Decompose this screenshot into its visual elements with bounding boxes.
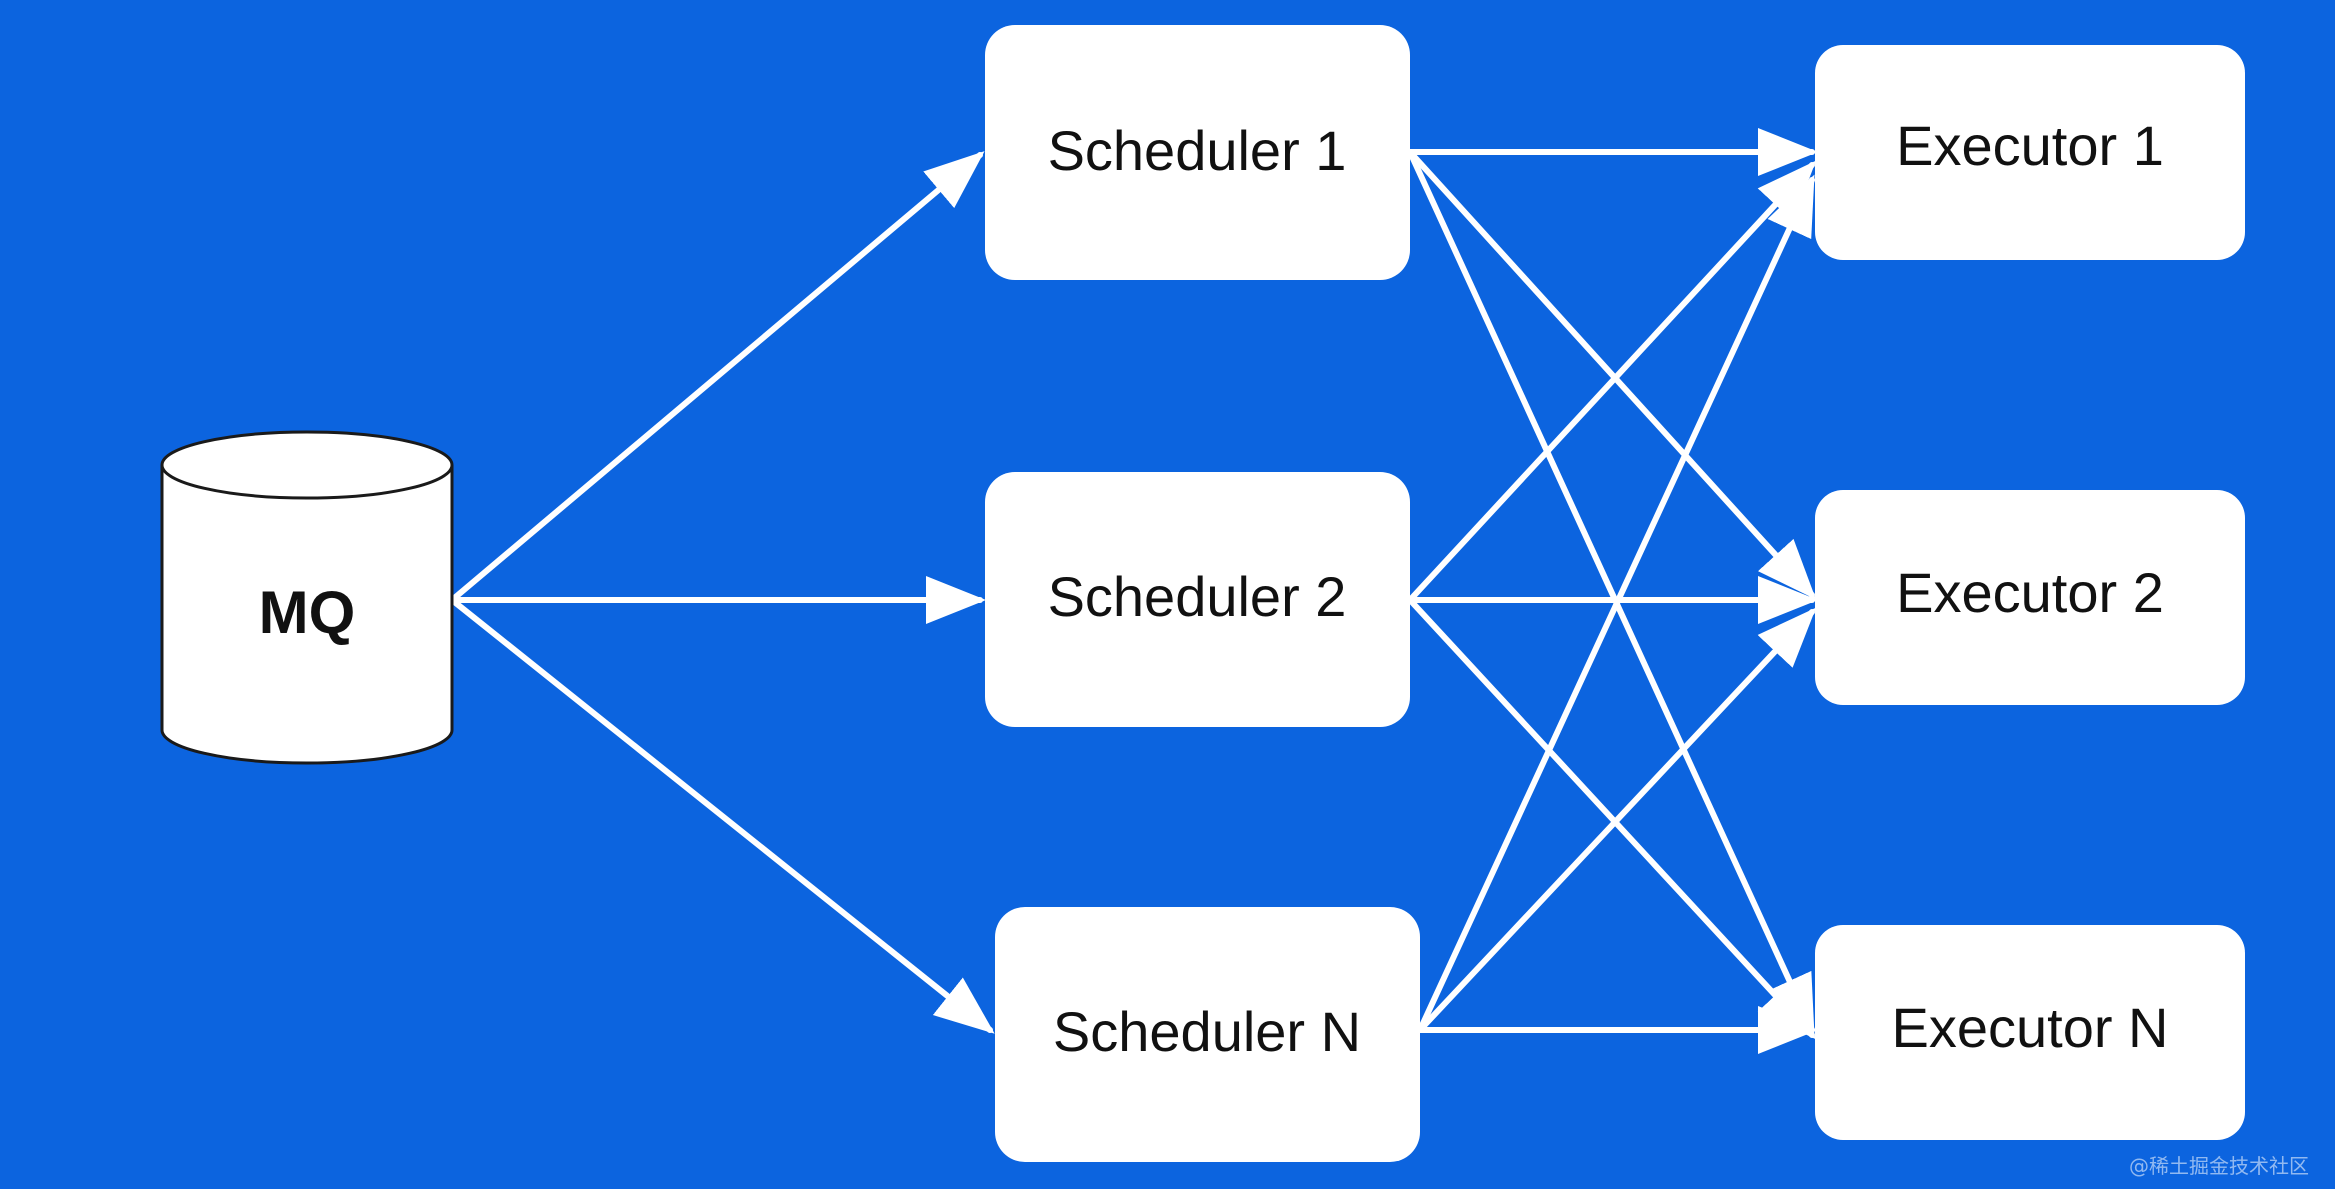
- executor-box: [1815, 45, 2245, 260]
- scheduler-nodes: Scheduler 1 Scheduler 2 Scheduler N: [985, 25, 1420, 1162]
- arrow-scheduler-n-to-executor-1: [1417, 174, 1815, 1033]
- database-cylinder-icon: [160, 465, 454, 765]
- arrow-scheduler-n-to-executor-2: [1417, 607, 1817, 1033]
- executor-node-1: Executor 1: [1815, 45, 2245, 260]
- executor-box: [1815, 490, 2245, 705]
- arrow-scheduler-1-to-executor-n: [1407, 149, 1815, 1036]
- scheduler-label: Scheduler 2: [1048, 565, 1347, 628]
- executor-label: Executor 1: [1896, 114, 2164, 177]
- mq-database: MQ: [160, 430, 454, 765]
- scheduler-box: [985, 25, 1410, 280]
- scheduler-label: Scheduler 1: [1048, 119, 1347, 182]
- watermark: @稀土掘金技术社区: [2129, 1154, 2309, 1178]
- executor-box: [1815, 925, 2245, 1140]
- executor-node-n: Executor N: [1815, 925, 2245, 1140]
- executor-label: Executor 2: [1896, 561, 2164, 624]
- scheduler-node-n: Scheduler N: [995, 907, 1420, 1162]
- executor-node-2: Executor 2: [1815, 490, 2245, 705]
- scheduler-label: Scheduler N: [1053, 1000, 1361, 1063]
- scheduler-box: [995, 907, 1420, 1162]
- arrow-mq-to-scheduler-n: [449, 597, 995, 1034]
- arrow-scheduler-2-to-executor-n: [1407, 597, 1817, 1040]
- database-cylinder-top: [160, 430, 454, 500]
- scheduler-to-executor-arrows: [1407, 128, 1818, 1054]
- mq-to-scheduler-arrows: [449, 151, 995, 1034]
- scheduler-box: [985, 472, 1410, 727]
- scheduler-node-2: Scheduler 2: [985, 472, 1410, 727]
- executor-nodes: Executor 1 Executor 2 Executor N: [1815, 45, 2245, 1140]
- scheduler-node-1: Scheduler 1: [985, 25, 1410, 280]
- executor-label: Executor N: [1892, 996, 2169, 1059]
- arrow-scheduler-1-to-executor-2: [1407, 149, 1817, 600]
- arrow-scheduler-2-to-executor-1: [1407, 160, 1817, 603]
- arrow-mq-to-scheduler-1: [449, 151, 985, 603]
- mq-label: MQ: [259, 579, 356, 646]
